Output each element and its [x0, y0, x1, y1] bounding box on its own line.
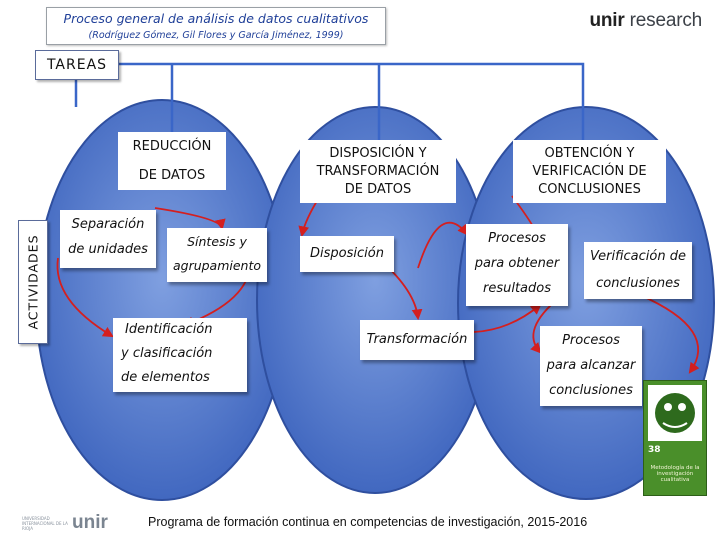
- activity-procesos-alcanzar-line-2: para alcanzar: [546, 358, 636, 373]
- activity-sintesis: Síntesis y agrupamiento: [167, 228, 267, 282]
- activity-separacion: Separación de unidades: [60, 210, 156, 268]
- activity-disposicion: Disposición: [300, 236, 394, 272]
- activity-identificacion: Identificación y clasificación de elemen…: [113, 318, 247, 392]
- task-reduccion-line-2: DE DATOS: [138, 168, 206, 183]
- activity-sintesis-line-2: agrupamiento: [172, 258, 262, 273]
- activity-transformacion: Transformación: [360, 320, 474, 360]
- tareas-box: TAREAS: [35, 50, 119, 80]
- activity-procesos-alcanzar-line-1: Procesos: [562, 333, 620, 348]
- activity-procesos-alcanzar: Procesos para alcanzar conclusiones: [540, 326, 642, 406]
- actividades-box: ACTIVIDADES: [18, 220, 48, 344]
- book-cover-image: 38 Metodología de la investigación cuali…: [643, 380, 707, 496]
- task-disposicion: DISPOSICIÓN Y TRANSFORMACIÓN DE DATOS: [300, 140, 456, 203]
- activity-sintesis-line-1: Síntesis y: [187, 234, 247, 249]
- task-reduccion: REDUCCIÓN DE DATOS: [118, 132, 226, 190]
- activity-separacion-line-1: Separación: [71, 217, 145, 232]
- unir-small-text: UNIVERSIDAD INTERNACIONAL DE LA RIOJA: [22, 516, 68, 531]
- task-disposicion-line-3: DE DATOS: [344, 182, 412, 197]
- activity-verificacion: Verificación de conclusiones: [584, 242, 692, 299]
- task-disposicion-line-2: TRANSFORMACIÓN: [316, 164, 440, 179]
- logo-word: research: [629, 10, 703, 31]
- logo-brand: unir: [589, 10, 625, 31]
- footer-unir-logo: unir: [72, 512, 108, 533]
- activity-verificacion-line-1: Verificación de: [590, 249, 686, 264]
- task-conclusiones-line-3: CONCLUSIONES: [538, 182, 641, 197]
- activity-procesos-obtener-line-1: Procesos: [488, 231, 546, 246]
- footer-text: Programa de formación continua en compet…: [148, 515, 588, 529]
- title-box: Proceso general de análisis de datos cua…: [46, 7, 386, 45]
- book-illustration: [648, 385, 702, 441]
- activity-identificacion-line-1: Identificación: [125, 322, 213, 337]
- activity-separacion-line-2: de unidades: [68, 242, 148, 257]
- activity-procesos-alcanzar-line-3: conclusiones: [549, 383, 633, 398]
- tareas-connectors: [74, 62, 585, 140]
- page-subtitle: (Rodríguez Gómez, Gil Flores y García Ji…: [88, 30, 344, 41]
- task-conclusiones: OBTENCIÓN Y VERIFICACIÓN DE CONCLUSIONES: [513, 140, 666, 203]
- actividades-label: ACTIVIDADES: [25, 234, 41, 330]
- activity-identificacion-line-2: y clasificación: [121, 346, 213, 361]
- page-title: Proceso general de análisis de datos cua…: [63, 11, 369, 26]
- task-conclusiones-line-1: OBTENCIÓN Y: [544, 146, 635, 161]
- activity-procesos-obtener-line-2: para obtener: [474, 256, 560, 271]
- unir-research-logo: unir research: [589, 10, 702, 32]
- book-number: 38: [648, 445, 661, 455]
- task-reduccion-line-1: REDUCCIÓN: [132, 139, 212, 154]
- activity-identificacion-line-3: de elementos: [121, 370, 210, 385]
- book-caption: Metodología de la investigación cualitat…: [650, 465, 700, 483]
- task-conclusiones-line-2: VERIFICACIÓN DE: [532, 164, 647, 179]
- task-disposicion-line-1: DISPOSICIÓN Y: [329, 146, 427, 161]
- activity-verificacion-line-2: conclusiones: [596, 276, 680, 291]
- activity-procesos-obtener-line-3: resultados: [482, 281, 551, 296]
- activity-procesos-obtener: Procesos para obtener resultados: [466, 224, 568, 306]
